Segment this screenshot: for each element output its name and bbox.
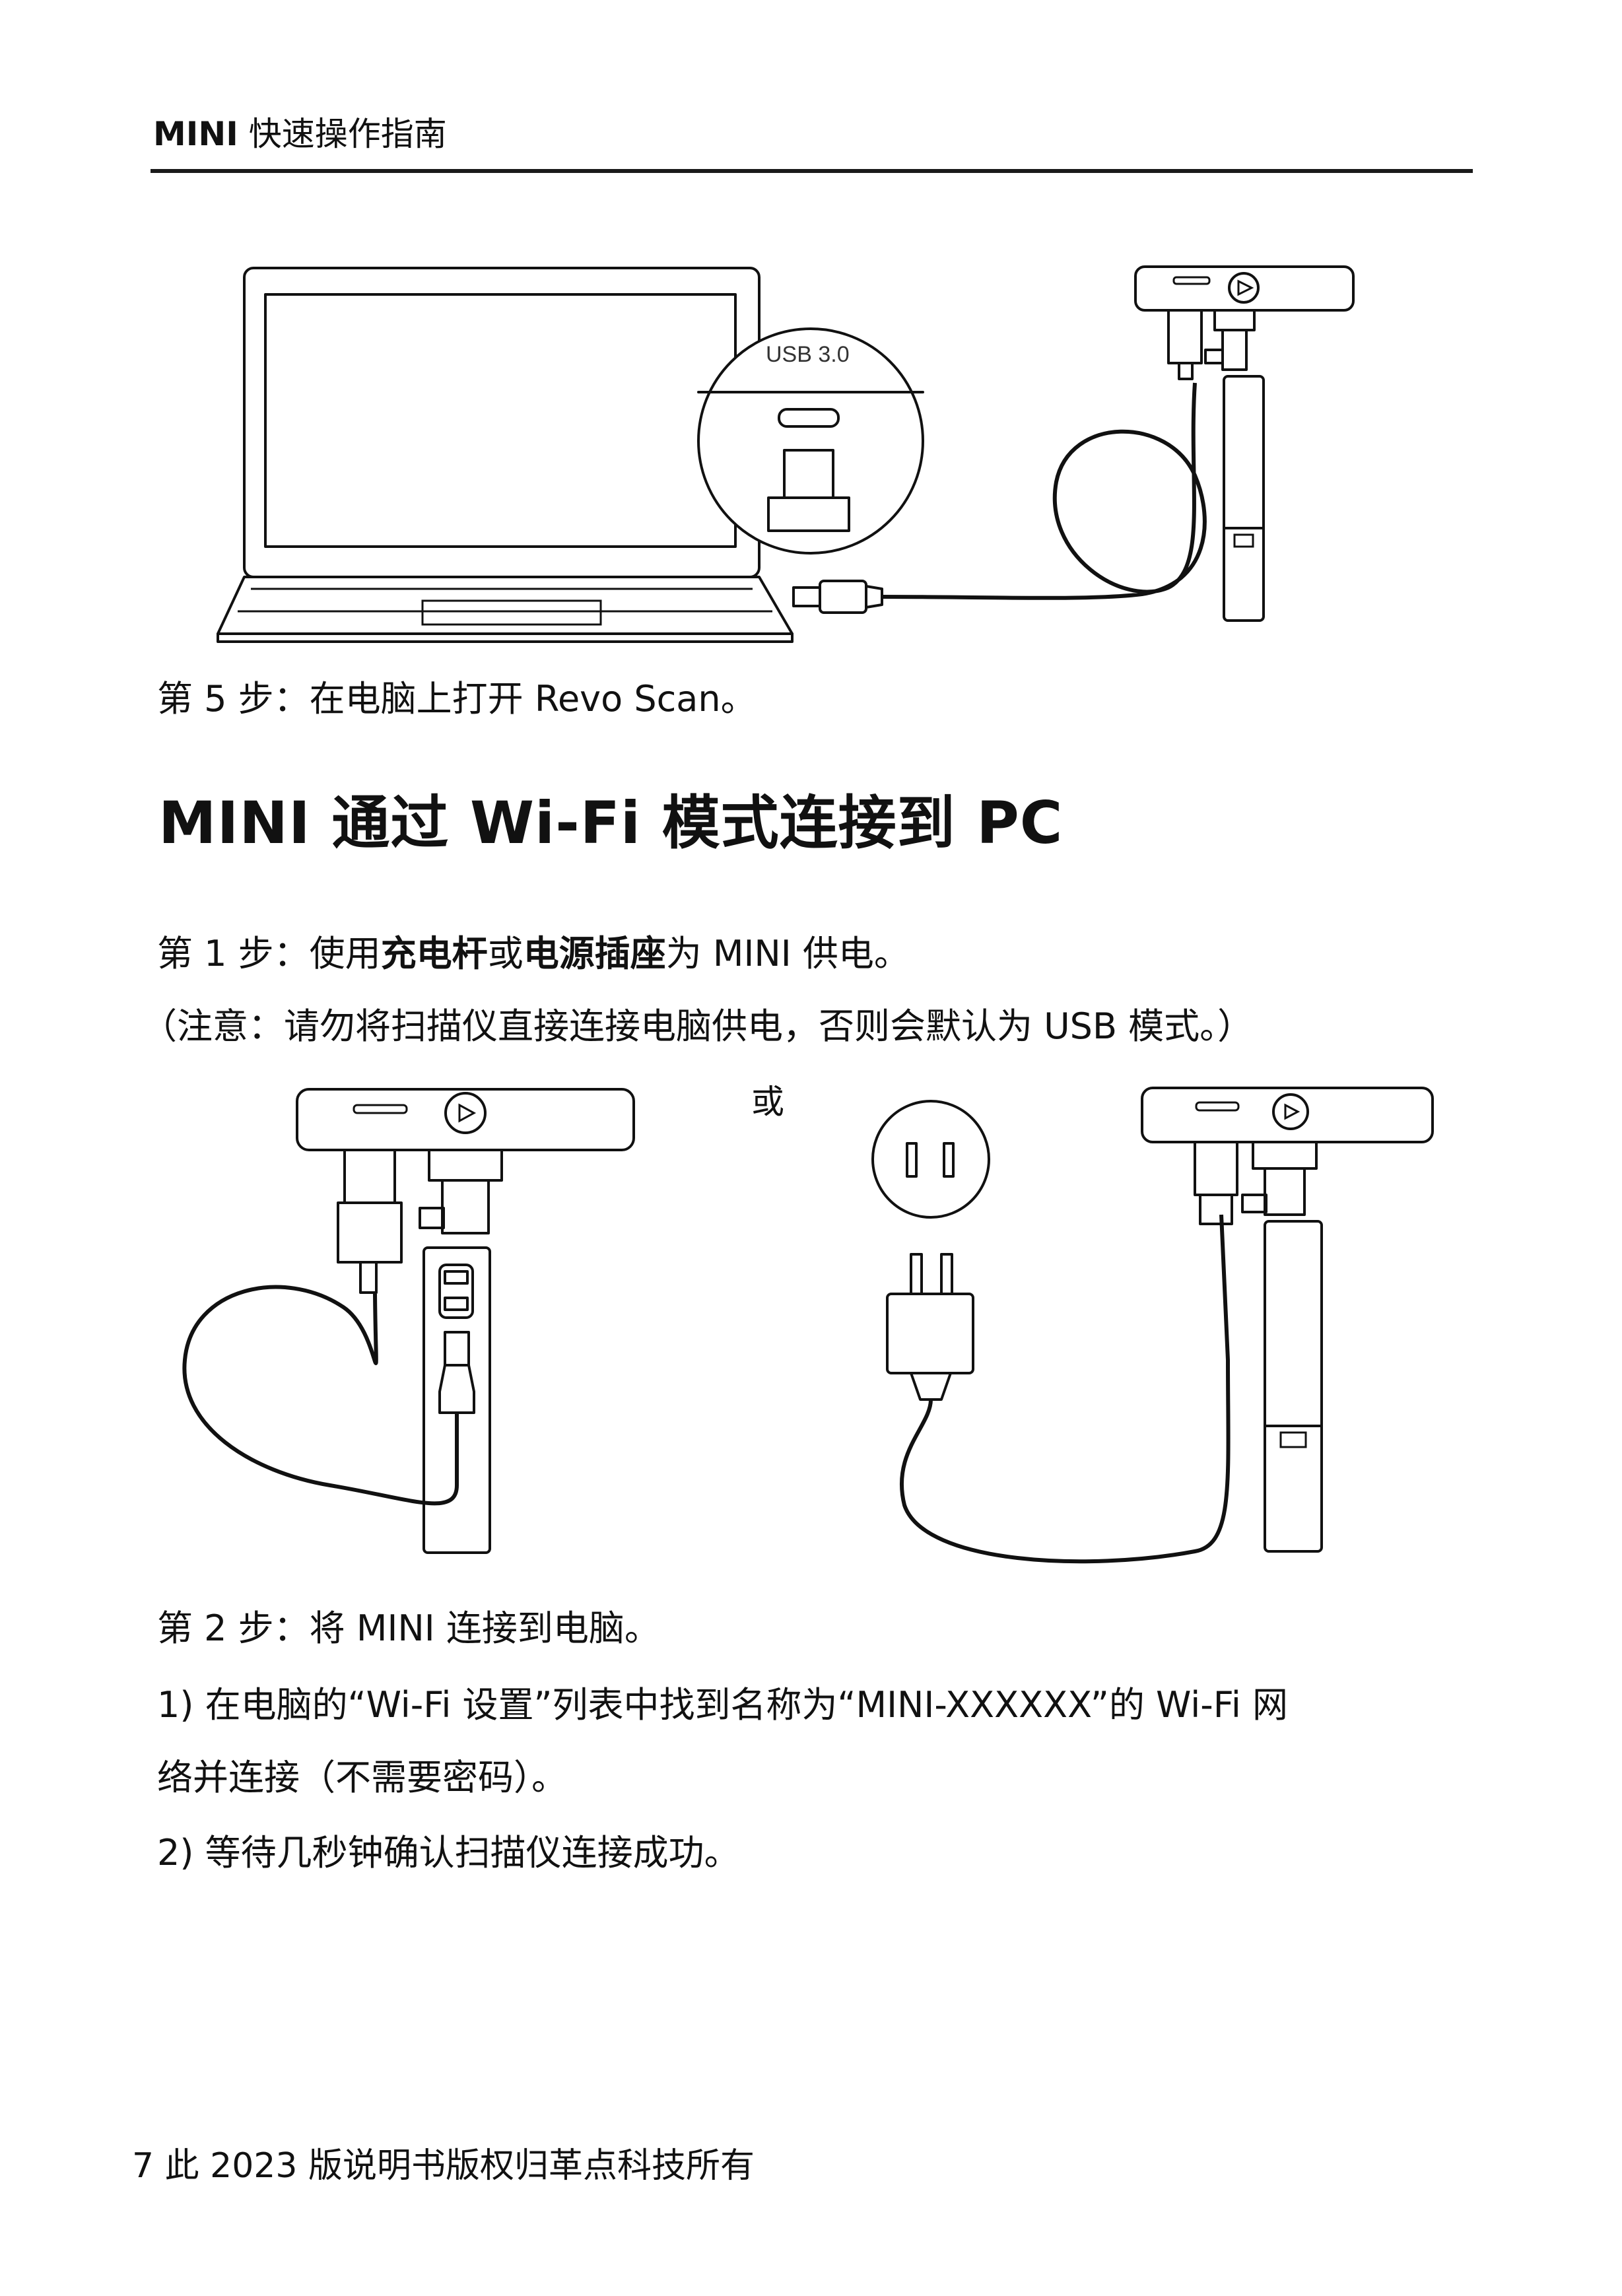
- usb-cable: [792, 382, 1207, 614]
- header-guide-title: 快速操作指南: [248, 115, 447, 153]
- step2-item1-line1: 1) 在电脑的“Wi-Fi 设置”列表中找到名称为“MINI-XXXXXX”的 …: [157, 1684, 1289, 1726]
- power-adapter-icon: [886, 1214, 1231, 1564]
- header-title: MINI 快速操作指南: [153, 111, 447, 157]
- section-heading: MINI 通过 Wi-Fi 模式连接到 PC: [158, 789, 1064, 857]
- step1-suffix: 为 MINI 供电。: [665, 933, 910, 974]
- usb-port-label: USB 3.0: [766, 342, 850, 367]
- step5-text: 第 5 步：在电脑上打开 Revo Scan。: [157, 678, 757, 720]
- page-footer: 7 此 2023 版说明书版权归革点科技所有: [132, 2146, 755, 2186]
- step2-item2: 2) 等待几秒钟确认扫描仪连接成功。: [157, 1832, 740, 1874]
- usb-port-magnifier: USB 3.0: [697, 327, 924, 555]
- usb-connection-illustration: USB 3.0: [217, 265, 1355, 643]
- header-model: MINI: [153, 115, 238, 153]
- step2-item1-line2: 络并连接（不需要密码）。: [157, 1757, 567, 1798]
- or-label: 或: [751, 1083, 784, 1120]
- step1-or: 或: [487, 933, 524, 974]
- step2-title: 第 2 步：将 MINI 连接到电脑。: [157, 1607, 660, 1649]
- power-outlet-label: 电源插座: [523, 933, 666, 974]
- step1-prefix: 第 1 步：使用: [157, 933, 381, 974]
- step1-note: （注意：请勿将扫描仪直接连接电脑供电，否则会默认为 USB 模式。）: [141, 1005, 1254, 1047]
- step1-text: 第 1 步：使用充电杆或电源插座为 MINI 供电。: [157, 931, 910, 977]
- wall-socket-icon: [871, 1100, 990, 1219]
- scanner-on-charging-rod: [182, 1088, 635, 1554]
- power-options-illustration: 或: [182, 1083, 1434, 1564]
- laptop-icon: [217, 267, 794, 643]
- header-divider: [151, 169, 1473, 173]
- scanner-on-handle: [1141, 1087, 1434, 1553]
- scanner-device: [1134, 265, 1355, 622]
- charging-rod-label: 充电杆: [380, 933, 488, 974]
